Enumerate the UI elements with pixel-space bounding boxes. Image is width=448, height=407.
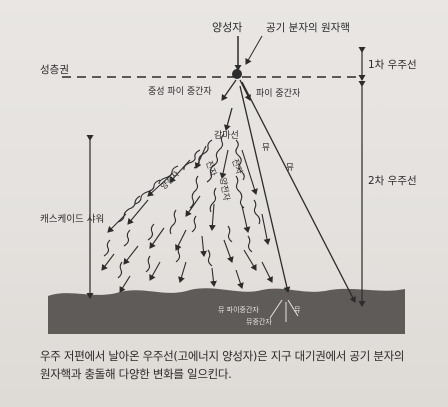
gamma-ray-label: 감마선 <box>214 129 239 141</box>
caption-line-2: 원자핵과 충돌해 다양한 변화를 일으킨다. <box>40 367 232 381</box>
cascade-wavy-lines <box>103 133 261 279</box>
gamma-arrow <box>223 107 233 131</box>
ground <box>48 288 405 334</box>
mu-ray <box>239 85 291 293</box>
collision-point-icon <box>232 69 242 79</box>
figure-caption: 우주 저편에서 날아온 우주선(고에너지 양성자)은 지구 대기권에서 공기 분… <box>40 347 440 383</box>
stratosphere-label: 성층권 <box>40 64 69 76</box>
ground-label-1: 뮤 파이중간자 <box>218 305 259 314</box>
nucleus-label: 공기 분자의 원자핵 <box>266 22 350 34</box>
ground-label-3: 뮤중간자 <box>246 317 272 326</box>
ground-label-2: 뮤 <box>294 306 301 314</box>
cascade-particle-arrows <box>101 145 273 293</box>
secondary-cosmic-ray-label: 2차 우주선 <box>368 175 417 187</box>
pion-label: 파이 중간자 <box>256 88 301 99</box>
positron-label: 양전자 <box>217 177 232 202</box>
nucleus-pointer <box>245 35 263 65</box>
pion-arrow <box>239 79 251 101</box>
cascade-shower-label: 캐스케이드 샤워 <box>40 214 104 225</box>
proton-label: 양성자 <box>212 21 242 34</box>
caption-line-1: 우주 저편에서 날아온 우주선(고에너지 양성자)은 지구 대기권에서 공기 분… <box>40 349 405 363</box>
cosmic-ray-diagram: 양성자 공기 분자의 원자핵 성층권 1차 우주선 2차 우주선 중성 파이 중… <box>40 21 417 334</box>
electron-label-1: 전자 <box>203 159 219 178</box>
long-ray-right <box>241 81 356 303</box>
mu-label-1: 뮤 <box>262 143 270 153</box>
neutral-pion-label: 중성 파이 중간자 <box>148 86 212 97</box>
mu-label-2: 뮤 <box>286 163 294 173</box>
primary-cosmic-ray-label: 1차 우주선 <box>368 59 417 71</box>
ground-interaction-arrows <box>269 299 299 322</box>
neutral-pion-arrow <box>221 79 237 101</box>
electron-label-2: 전자 <box>229 157 245 176</box>
